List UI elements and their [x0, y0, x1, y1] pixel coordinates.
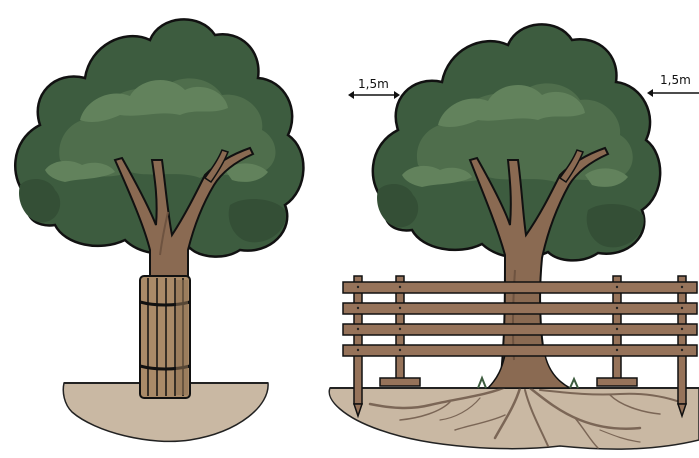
dimension-marker-left: 1,5m [348, 77, 400, 99]
right-ground [329, 388, 699, 449]
dimension-label-right: 1,5m [660, 73, 691, 87]
fence-rail-4 [343, 345, 697, 356]
arrow-right-icon [394, 91, 400, 99]
fence-rail-1 [343, 282, 697, 293]
trunk-guard [140, 276, 190, 398]
dimension-marker-right: 1,5m [647, 73, 699, 97]
fence-rail-3 [343, 324, 697, 335]
arrow-left-icon [348, 91, 354, 99]
fence-rail-2 [343, 303, 697, 314]
dimension-label-left: 1,5m [358, 77, 389, 91]
arrow-left-icon [647, 89, 653, 97]
left-tree-scene [15, 19, 303, 441]
right-tree-scene: 1,5m 1,5m [329, 24, 699, 449]
